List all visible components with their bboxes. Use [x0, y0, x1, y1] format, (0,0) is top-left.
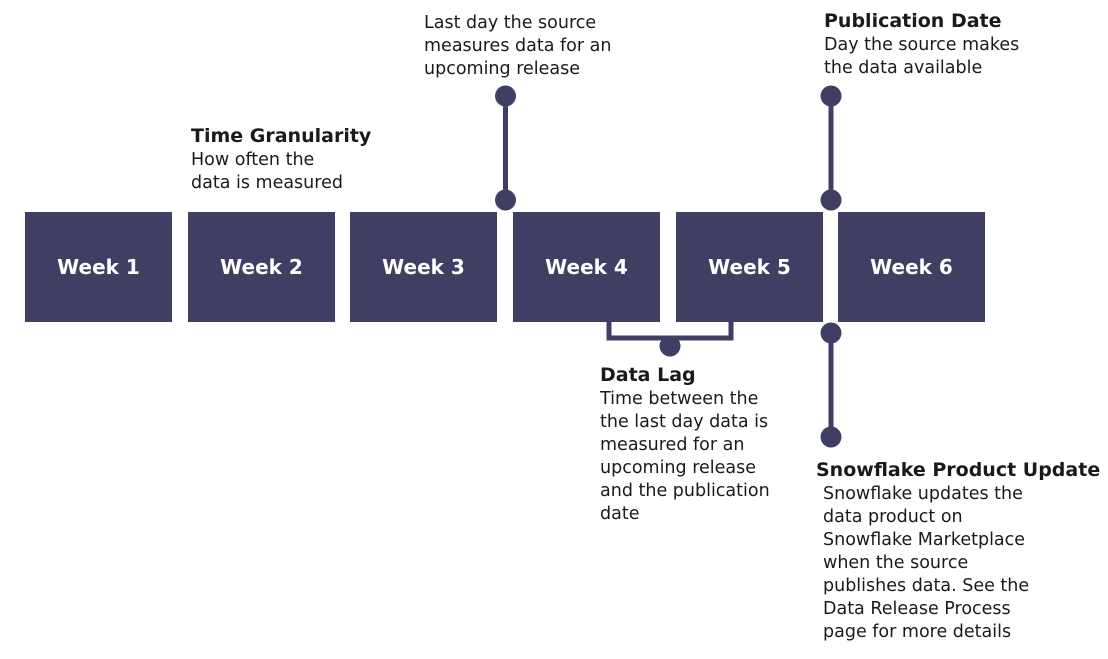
last-day-text: Last day the source measures data for an…: [424, 13, 612, 79]
snowflake-top-dot: [820, 322, 842, 344]
week-2-box: Week 2: [188, 212, 335, 322]
data-lag-dot: [659, 335, 681, 357]
publication-bottom-dot: [820, 189, 842, 211]
snowflake-callout: Snowflake Product Update Snowflake updat…: [816, 458, 1100, 644]
publication-callout: Publication Date Day the source makes th…: [824, 9, 1019, 80]
week-6-label: Week 6: [870, 255, 953, 279]
publication-text: Day the source makes the data available: [824, 35, 1020, 78]
week-4-label: Week 4: [545, 255, 628, 279]
last-day-top-dot: [495, 85, 516, 107]
week-3-label: Week 3: [382, 255, 465, 279]
publication-top-dot: [820, 85, 842, 107]
snowflake-title: Snowflake Product Update: [816, 459, 1101, 481]
granularity-title: Time Granularity: [191, 125, 372, 147]
week-4-box: Week 4: [513, 212, 660, 322]
data-lag-title: Data Lag: [600, 364, 696, 386]
week-1-label: Week 1: [57, 255, 140, 279]
granularity-text: How often the data is measured: [191, 150, 343, 193]
week-2-label: Week 2: [220, 255, 303, 279]
data-lag-callout: Data Lag Time between the the last day d…: [600, 363, 770, 526]
week-3-box: Week 3: [350, 212, 497, 322]
last-day-bottom-dot: [495, 189, 516, 211]
week-6-box: Week 6: [838, 212, 985, 322]
publication-title: Publication Date: [824, 10, 1002, 32]
last-day-callout: Last day the source measures data for an…: [424, 12, 611, 81]
snowflake-text: Snowflake updates the data product on Sn…: [823, 484, 1030, 642]
data-lag-text: Time between the the last day data is me…: [600, 389, 770, 524]
week-5-box: Week 5: [676, 212, 823, 322]
snowflake-bottom-dot: [820, 426, 842, 448]
week-1-box: Week 1: [25, 212, 172, 322]
week-5-label: Week 5: [708, 255, 791, 279]
granularity-callout: Time Granularity How often the data is m…: [191, 124, 371, 195]
